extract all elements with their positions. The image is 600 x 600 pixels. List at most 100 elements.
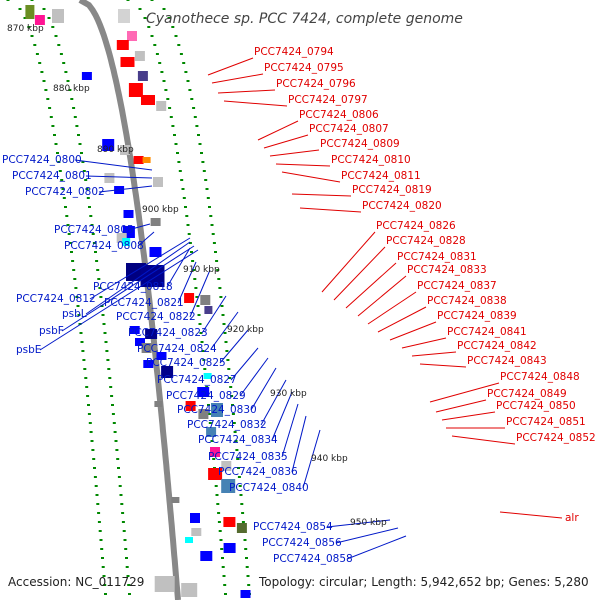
gene-label-reverse[interactable]: PCC7424_0829 — [166, 390, 246, 402]
guide-dot — [100, 548, 104, 550]
dotted-guide-lines — [6, 0, 251, 595]
gene-feature — [120, 57, 135, 67]
gene-label-reverse[interactable]: PCC7424_0808 — [64, 240, 144, 252]
gene-label-forward[interactable]: PCC7424_0838 — [427, 295, 507, 307]
gene-label-forward[interactable]: PCC7424_0810 — [331, 154, 411, 166]
red-label-leader — [281, 171, 341, 183]
blue-label-leader — [127, 223, 151, 231]
gene-label-forward[interactable]: PCC7424_0819 — [352, 184, 432, 196]
guide-dot — [91, 449, 95, 451]
gene-label-reverse[interactable]: PCC7424_0805 — [54, 224, 134, 236]
gene-label-forward[interactable]: PCC7424_0795 — [264, 62, 344, 74]
guide-dot — [127, 584, 131, 586]
guide-dot — [117, 467, 120, 469]
gene-label-reverse[interactable]: PCC7424_0858 — [273, 553, 353, 565]
gene-label-forward[interactable]: PCC7424_0842 — [457, 340, 537, 352]
gene-label-forward[interactable]: PCC7424_0841 — [447, 326, 527, 338]
guide-dot — [84, 179, 88, 181]
gene-label-reverse[interactable]: PCC7424_0825 — [146, 357, 226, 369]
gene-label-forward[interactable]: PCC7424_0828 — [386, 235, 466, 247]
gene-label-reverse[interactable]: psbL — [62, 308, 87, 320]
gene-label-forward[interactable]: PCC7424_0851 — [506, 416, 586, 428]
gene-label-forward[interactable]: PCC7424_0794 — [254, 46, 334, 58]
gene-label-forward[interactable]: PCC7424_0843 — [467, 355, 547, 367]
gene-label-reverse[interactable]: PCC7424_0834 — [198, 434, 278, 446]
gene-label-forward[interactable]: PCC7424_0848 — [500, 371, 580, 383]
gene-label-forward[interactable]: PCC7424_0850 — [496, 400, 576, 412]
guide-dot — [224, 341, 228, 343]
guide-dot — [150, 0, 154, 1]
gene-label-forward[interactable]: PCC7424_0826 — [376, 220, 456, 232]
guide-dot — [158, 62, 162, 64]
gene-label-reverse[interactable]: PCC7424_0823 — [128, 327, 208, 339]
gene-feature — [34, 15, 45, 25]
guide-dot — [128, 593, 131, 595]
gene-label-reverse[interactable]: PCC7424_0840 — [229, 482, 309, 494]
gene-feature — [128, 83, 143, 97]
gene-label-forward[interactable]: PCC7424_0807 — [309, 123, 389, 135]
gene-label-forward[interactable]: PCC7424_0809 — [320, 138, 400, 150]
guide-dot — [44, 89, 48, 91]
gene-label-forward[interactable]: PCC7424_0797 — [288, 94, 368, 106]
gene-label-forward[interactable]: PCC7424_0811 — [341, 170, 421, 182]
guide-dot — [86, 197, 90, 199]
guide-dot — [102, 323, 106, 325]
guide-dot — [239, 494, 243, 496]
gene-feature — [141, 343, 152, 353]
gene-label-forward[interactable]: PCC7424_0831 — [397, 251, 477, 263]
gene-label-reverse[interactable]: PCC7424_0818 — [93, 281, 173, 293]
gene-label-forward[interactable]: PCC7424_0820 — [362, 200, 442, 212]
gene-label-forward[interactable]: alr — [565, 512, 579, 524]
gene-feature — [122, 226, 135, 238]
guide-dot — [48, 107, 52, 109]
gene-label-forward[interactable]: PCC7424_0796 — [276, 78, 356, 90]
gene-label-reverse[interactable]: PCC7424_0854 — [253, 521, 333, 533]
gene-label-reverse[interactable]: PCC7424_0812 — [16, 293, 96, 305]
gene-label-reverse[interactable]: PCC7424_0800 — [2, 154, 82, 166]
gene-label-forward[interactable]: PCC7424_0852 — [516, 432, 596, 444]
guide-dot — [188, 89, 192, 91]
guide-dot — [114, 440, 118, 442]
gene-label-reverse[interactable]: PCC7424_0801 — [12, 170, 92, 182]
guide-dot — [244, 548, 248, 550]
gene-label-forward[interactable]: PCC7424_0849 — [487, 388, 567, 400]
guide-dot — [62, 197, 66, 199]
guide-dot — [193, 278, 197, 280]
gene-label-forward[interactable]: PCC7424_0806 — [299, 109, 379, 121]
gene-feature — [221, 479, 236, 493]
gene-feature — [191, 528, 202, 536]
gene-label-reverse[interactable]: PCC7424_0821 — [104, 297, 184, 309]
gene-label-reverse[interactable]: PCC7424_0802 — [25, 186, 105, 198]
gene-label-reverse[interactable]: PCC7424_0822 — [116, 311, 196, 323]
gene-label-forward[interactable]: PCC7424_0837 — [417, 280, 497, 292]
guide-dot — [120, 503, 124, 505]
gene-label-forward[interactable]: PCC7424_0833 — [407, 264, 487, 276]
gene-label-reverse[interactable]: PCC7424_0856 — [262, 537, 342, 549]
red-label-leader — [401, 337, 447, 349]
guide-dot — [201, 161, 205, 163]
gene-feature — [203, 373, 212, 379]
gene-label-reverse[interactable]: psbE — [16, 344, 41, 356]
gene-label-reverse[interactable]: PCC7424_0824 — [137, 343, 217, 355]
guide-dot — [59, 53, 63, 55]
gene-label-reverse[interactable]: PCC7424_0836 — [218, 466, 298, 478]
blue-label-leader — [137, 231, 155, 247]
guide-dot — [227, 368, 231, 370]
gene-label-reverse[interactable]: PCC7424_0827 — [157, 374, 237, 386]
guide-dot — [71, 260, 75, 262]
kbp-tick-label: 910 kbp — [183, 265, 220, 275]
gene-label-reverse[interactable]: PCC7424_0830 — [177, 404, 257, 416]
gene-label-reverse[interactable]: psbF — [39, 325, 64, 337]
guide-dot — [214, 485, 218, 487]
guide-dot — [160, 71, 164, 73]
guide-dot — [54, 35, 58, 37]
guide-dot — [192, 269, 196, 271]
gene-feature — [120, 145, 130, 155]
guide-dot — [89, 431, 93, 433]
gene-label-reverse[interactable]: PCC7424_0835 — [208, 451, 288, 463]
gene-label-forward[interactable]: PCC7424_0839 — [437, 310, 517, 322]
guide-dot — [68, 89, 72, 91]
gene-label-reverse[interactable]: PCC7424_0832 — [187, 419, 267, 431]
red-label-leader — [441, 411, 496, 421]
